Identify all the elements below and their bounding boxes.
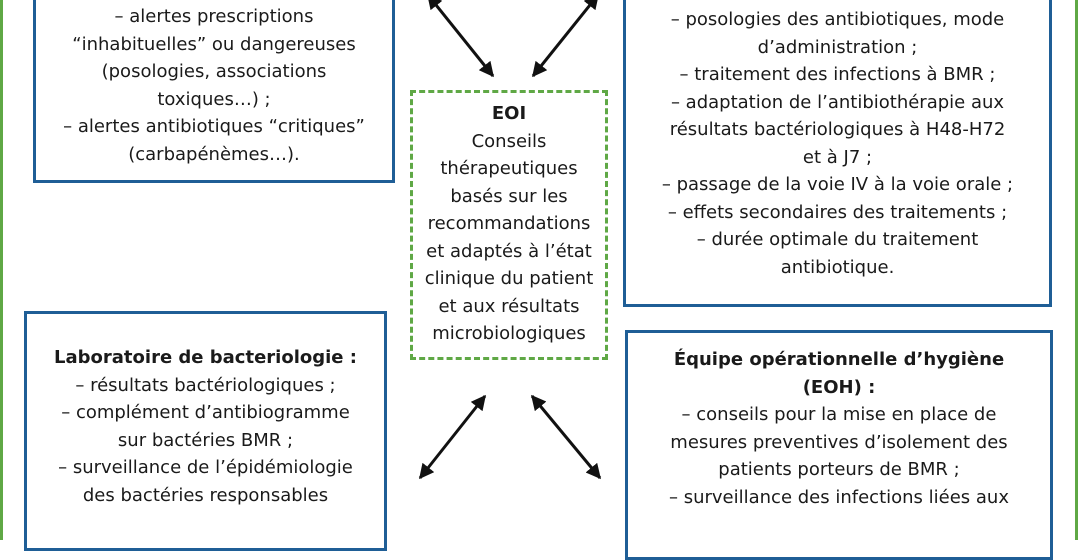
- box-line: – durée optimale du traitement: [696, 229, 979, 250]
- prescription-alerts-box: – alertes prescriptions “inhabituelles” …: [33, 0, 395, 183]
- hygiene-team-title: (EOH) :: [802, 376, 876, 398]
- arrow-top-right: [531, 0, 599, 78]
- box-line: (carbapénèmes…).: [128, 143, 300, 165]
- box-line: et adaptés à l’état: [426, 240, 592, 262]
- box-line: recommandations: [427, 213, 591, 234]
- box-line: – effets secondaires des traitements ;: [667, 201, 1008, 223]
- box-line: – adaptation de l’antibiothérapie aux: [670, 91, 1005, 113]
- box-line: – conseils pour la mise en place de: [681, 404, 997, 425]
- box-line: Conseils: [471, 130, 547, 152]
- box-line: d’administration ;: [757, 36, 918, 58]
- box-line: – alertes antibiotiques “critiques”: [63, 116, 365, 137]
- box-line: – résultats bactériologiques ;: [75, 374, 336, 396]
- arrow-bottom-left: [418, 394, 487, 480]
- therapeutic-topics-box: – posologies des antibiotiques, mode d’a…: [623, 0, 1052, 307]
- arrow-bottom-right: [530, 394, 602, 480]
- box-line: toxiques…) ;: [157, 88, 271, 110]
- hygiene-team-title: Équipe opérationnelle d’hygiène: [673, 349, 1005, 370]
- box-line: antibiotique.: [780, 256, 895, 278]
- bacteriology-lab-title: Laboratoire de bacteriologie :: [54, 347, 357, 368]
- box-line: des bactéries responsables: [82, 484, 329, 506]
- box-line: – surveillance de l’épidémiologie: [58, 457, 353, 478]
- outer-frame: [0, 0, 1078, 540]
- connector-arrows: [418, 0, 602, 480]
- box-line: et aux résultats: [438, 295, 580, 317]
- box-line: résultats bactériologiques à H48-H72: [669, 119, 1006, 140]
- box-line: patients porteurs de BMR ;: [718, 459, 960, 480]
- box-line: basés sur les: [450, 185, 568, 207]
- box-line: (posologies, associations: [101, 61, 327, 82]
- box-line: sur bactéries BMR ;: [117, 429, 294, 451]
- box-line: – passage de la voie IV à la voie orale …: [661, 174, 1014, 195]
- box-line: – alertes prescriptions: [114, 6, 314, 27]
- box-line: – complément d’antibiogramme: [61, 402, 350, 423]
- box-line: mesures preventives d’isolement des: [670, 431, 1008, 453]
- arrow-top-left: [427, 0, 495, 78]
- box-line: – posologies des antibiotiques, mode: [670, 9, 1005, 30]
- eoi-title: EOI: [491, 103, 527, 124]
- box-line: microbiologiques: [432, 323, 586, 344]
- box-line: – traitement des infections à BMR ;: [679, 64, 996, 85]
- box-line: “inhabituelles” ou dangereuses: [72, 33, 356, 55]
- box-line: et à J7 ;: [802, 146, 873, 168]
- box-line: clinique du patient: [424, 268, 594, 289]
- bacteriology-lab-box: Laboratoire de bacteriologie : – résulta…: [24, 311, 387, 551]
- eoi-center-box: EOI Conseils thérapeutiques basés sur le…: [410, 90, 608, 360]
- box-line: thérapeutiques: [440, 158, 578, 179]
- box-line: – surveillance des infections liées aux: [668, 486, 1009, 508]
